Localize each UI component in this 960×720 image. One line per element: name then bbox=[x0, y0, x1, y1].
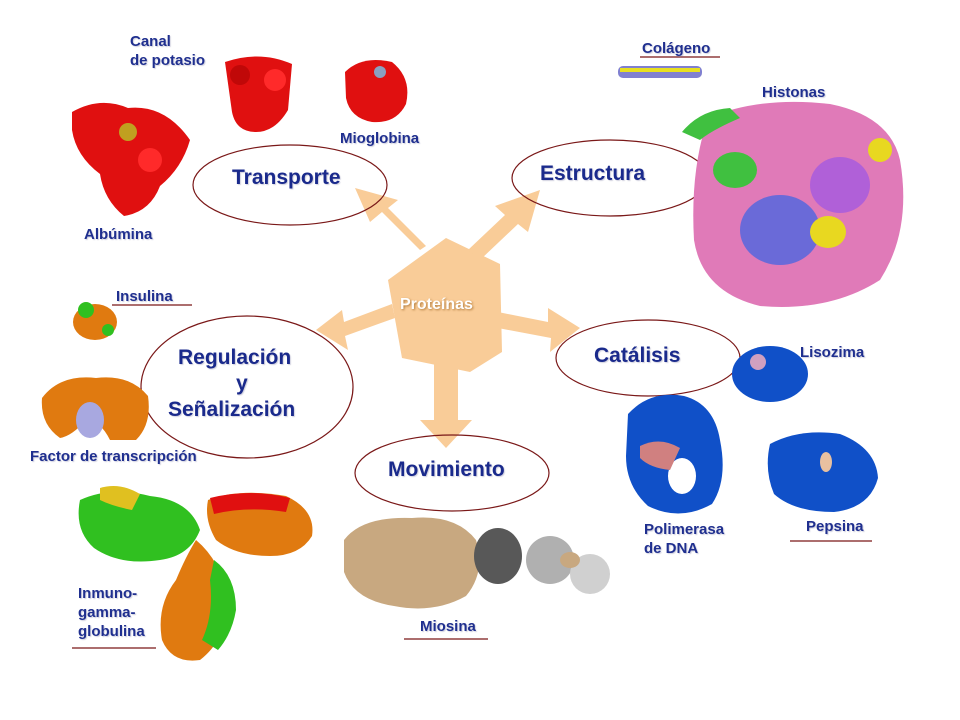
category-catalisis: Catálisis bbox=[594, 344, 681, 367]
label-mioglobina: Mioglobina bbox=[340, 130, 420, 147]
center-pentagon bbox=[388, 238, 502, 372]
arrow-up-right bbox=[468, 190, 540, 260]
category-regulacion-line3: Señalización bbox=[168, 398, 296, 421]
label-albumina: Albúmina bbox=[84, 226, 153, 243]
category-estructura: Estructura bbox=[540, 162, 646, 185]
ellipse-regulacion bbox=[140, 315, 354, 459]
arrow-left bbox=[316, 304, 395, 350]
factor-transcripcion-image bbox=[41, 377, 149, 440]
label-inmunoglobulina: Inmuno- gamma- globulina bbox=[78, 585, 145, 640]
label-lisozima: Lisozima bbox=[800, 344, 865, 361]
miosina-image bbox=[344, 517, 610, 609]
inmunoglobulina-image bbox=[78, 486, 313, 661]
category-transporte: Transporte bbox=[232, 166, 341, 189]
label-polimerasa: Polimerasa de DNA bbox=[644, 521, 725, 557]
canal-potasio-image bbox=[225, 56, 292, 132]
label-insulina: Insulina bbox=[116, 288, 173, 305]
category-regulacion-line1: Regulación bbox=[178, 346, 292, 369]
arrow-down bbox=[420, 360, 472, 448]
label-canal-potasio: Canal de potasio bbox=[130, 33, 206, 69]
category-regulacion-line2: y bbox=[236, 372, 248, 395]
label-colageno: Colágeno bbox=[642, 40, 711, 57]
label-pepsina: Pepsina bbox=[806, 518, 864, 535]
lisozima-image bbox=[732, 346, 808, 402]
central-arrows bbox=[316, 188, 580, 448]
polimerasa-image bbox=[626, 394, 723, 514]
ellipse-movimiento bbox=[354, 434, 550, 512]
category-movimiento: Movimiento bbox=[388, 458, 505, 481]
mioglobina-image bbox=[345, 59, 408, 123]
pepsina-image bbox=[767, 432, 878, 512]
protein-images bbox=[41, 56, 904, 661]
histonas-image bbox=[682, 101, 904, 307]
arrow-right bbox=[498, 308, 580, 352]
label-factor-transcripcion: Factor de transcripción bbox=[30, 448, 197, 465]
center-label: Proteínas bbox=[400, 296, 473, 313]
colageno-image bbox=[618, 66, 702, 78]
insulina-image bbox=[73, 302, 117, 340]
label-histonas: Histonas bbox=[762, 84, 826, 101]
ellipse-transporte bbox=[192, 144, 388, 226]
albumina-image bbox=[72, 102, 190, 216]
label-miosina: Miosina bbox=[420, 618, 476, 635]
arrow-up-left bbox=[355, 188, 426, 250]
